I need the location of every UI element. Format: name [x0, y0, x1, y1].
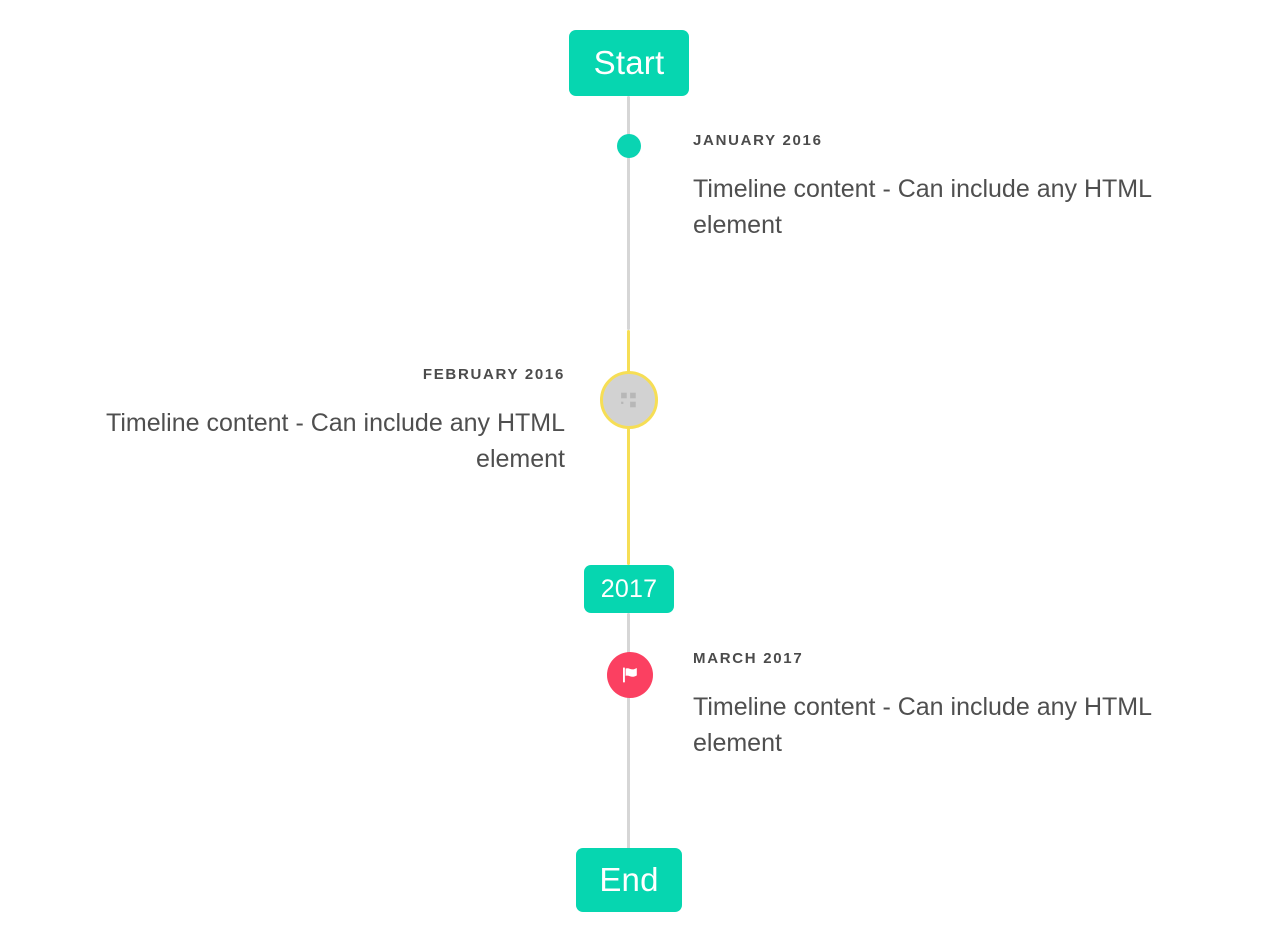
timeline-entry-date: FEBRUARY 2016 — [422, 366, 565, 383]
timeline-entry-date: JANUARY 2016 — [693, 132, 823, 149]
timeline-spine-segment-top — [627, 96, 630, 330]
timeline-start-badge[interactable]: Start — [569, 30, 689, 96]
timeline-spine-segment-yellow — [627, 330, 630, 565]
timeline-entry-january: JANUARY 2016 Timeline content - Can incl… — [693, 131, 1233, 243]
timeline-entry-body: Timeline content - Can include any HTML … — [693, 692, 1152, 757]
timeline-year-badge-2017[interactable]: 2017 — [584, 565, 674, 613]
timeline-entry-february: FEBRUARY 2016 Timeline content - Can inc… — [35, 365, 565, 477]
timeline-marker-image-circle[interactable] — [600, 371, 658, 429]
timeline-marker-flag[interactable] — [607, 652, 653, 698]
broken-image-icon — [621, 392, 636, 408]
timeline-marker-dot-icon[interactable] — [617, 134, 641, 158]
timeline-spine-segment-bottom — [627, 613, 630, 853]
timeline-entry-date: MARCH 2017 — [693, 650, 804, 667]
timeline-end-badge[interactable]: End — [576, 848, 682, 912]
timeline-entry-march: MARCH 2017 Timeline content - Can includ… — [693, 649, 1233, 761]
timeline-entry-body: Timeline content - Can include any HTML … — [106, 408, 565, 473]
flag-icon — [623, 667, 637, 683]
timeline-entry-body: Timeline content - Can include any HTML … — [693, 174, 1152, 239]
